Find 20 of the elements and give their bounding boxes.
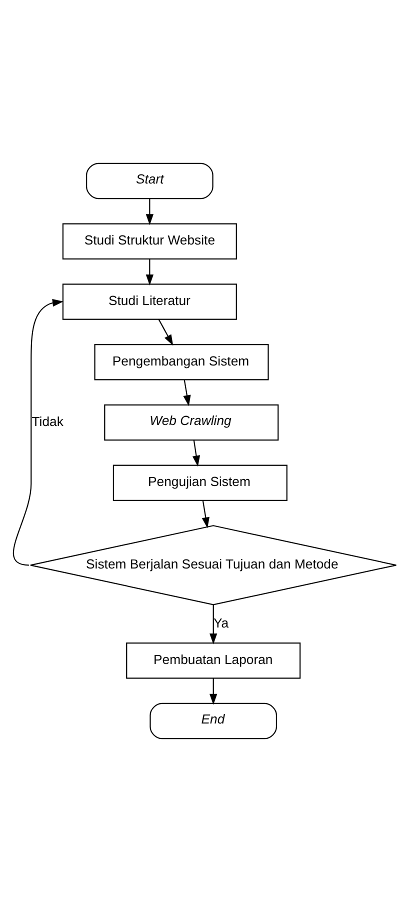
- edge-label: Ya: [213, 615, 229, 630]
- arrow: [12, 298, 64, 566]
- arrow: [210, 604, 218, 644]
- arrow: [158, 319, 174, 346]
- node-box: Start: [86, 162, 214, 200]
- node-box: Studi Literatur: [62, 284, 237, 320]
- node-box: Pengujian Sistem: [112, 464, 288, 501]
- arrow: [192, 440, 200, 467]
- arrow: [146, 258, 154, 286]
- edge-label: Tidak: [32, 414, 64, 429]
- node-box: Pengembangan Sistem: [94, 344, 269, 380]
- node-box: Pembuatan Laporan: [126, 642, 301, 679]
- arrow: [183, 380, 191, 406]
- arrow: [210, 678, 218, 705]
- arrow: [146, 198, 154, 226]
- node-box: Studi Struktur Website: [62, 223, 237, 260]
- node-box: Web Crawling: [104, 404, 279, 441]
- node-box: End: [150, 702, 278, 740]
- node-diamond: Sistem Berjalan Sesuai Tujuan dan Metode: [30, 525, 397, 606]
- arrow: [202, 500, 210, 528]
